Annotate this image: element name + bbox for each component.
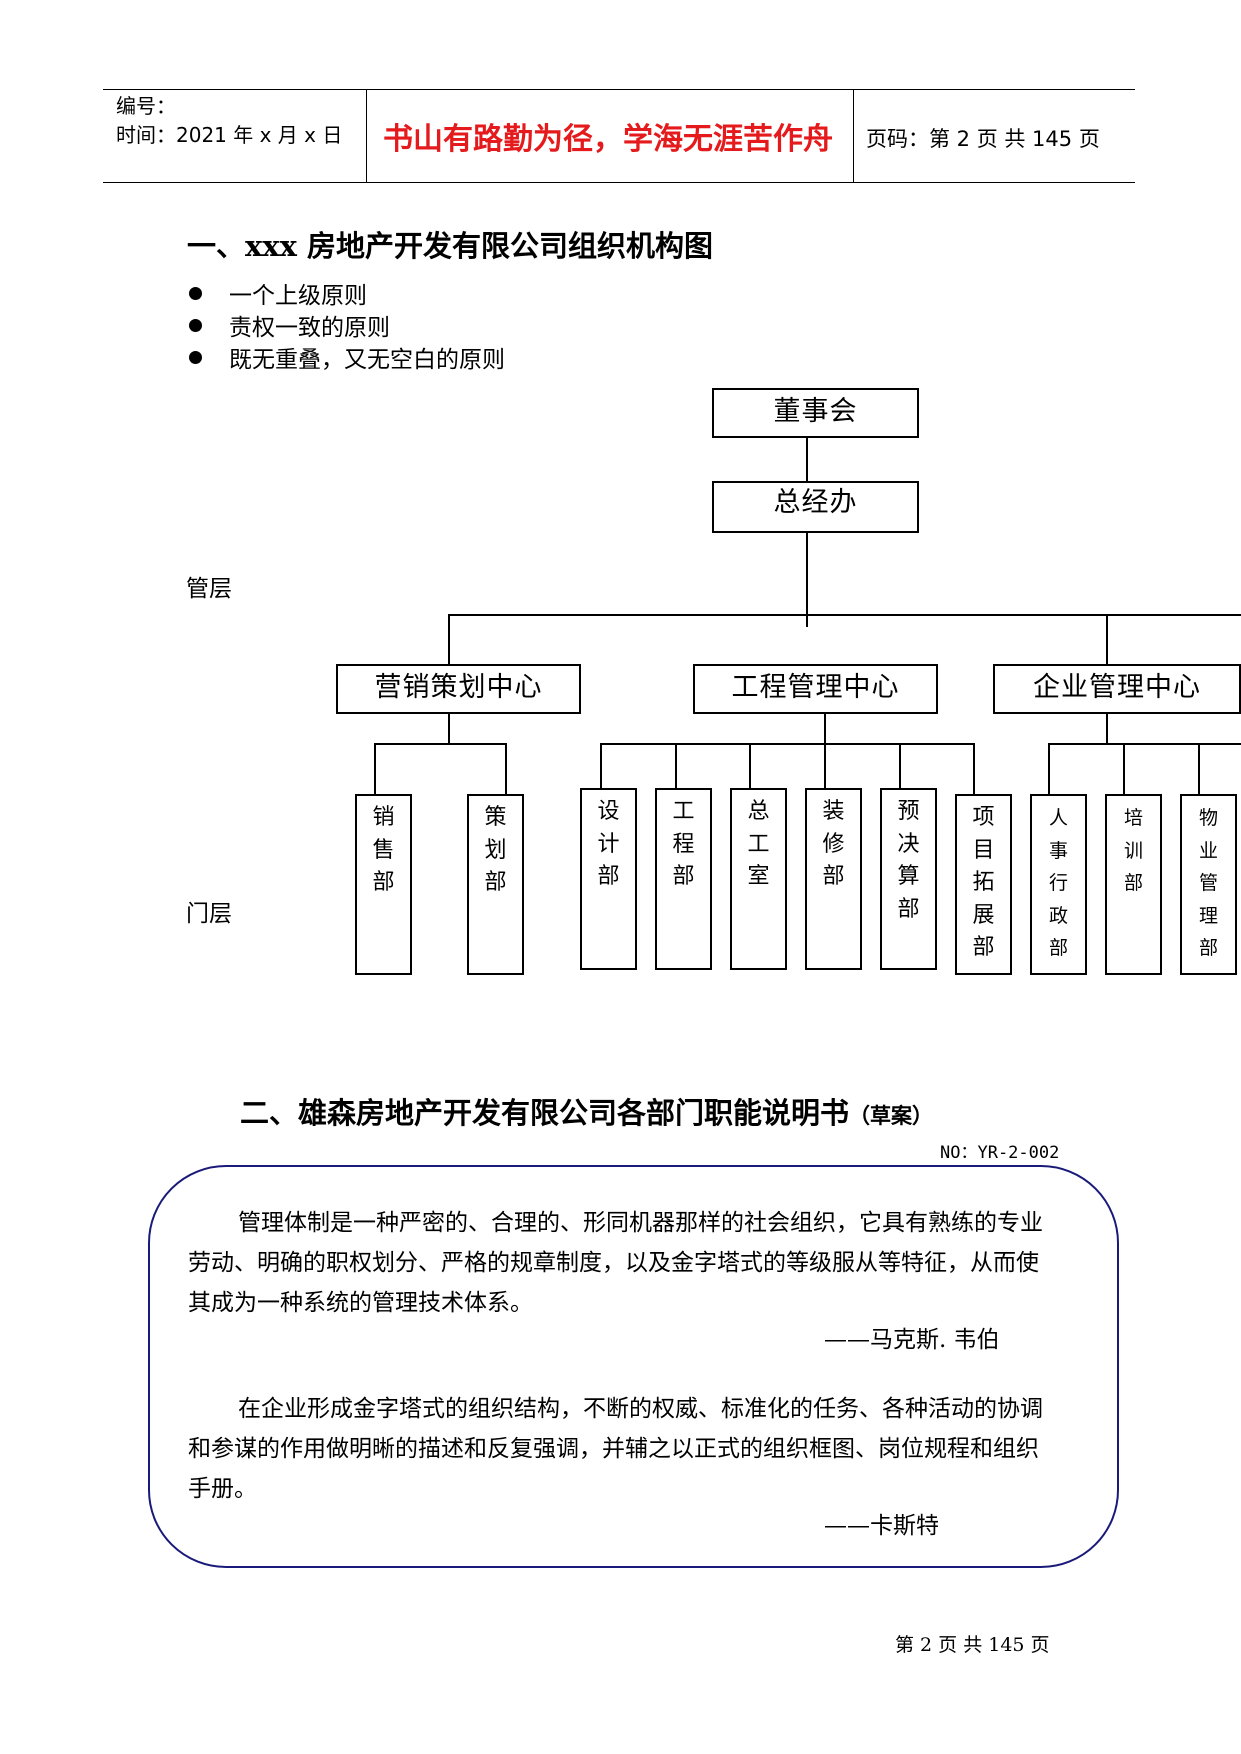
connector-line [1106,713,1108,745]
connector-line [1048,743,1050,794]
connector-line [806,533,808,627]
connector-line [448,614,450,665]
dept-box-budget: 预决算部 [880,788,937,970]
header-divider [853,89,854,183]
dept-box-decoration: 装修部 [805,788,862,970]
dept-box-hr-admin: 人事行政部 [1030,794,1087,975]
connector-line [973,743,975,794]
dept-box-sales: 销售部 [355,794,412,975]
section1-title: 一、xxx 房地产开发有限公司组织机构图 [187,229,713,263]
connector-line [374,743,507,745]
bullet-icon [189,319,202,332]
connector-line [505,743,507,794]
serial-label: 编号： [116,94,176,118]
connector-line [448,614,1241,616]
connector-line [600,743,975,745]
connector-line [1048,743,1241,745]
section2-title: 二、雄森房地产开发有限公司各部门职能说明书（草案） [240,1096,934,1130]
bullet-icon [189,287,202,300]
connector-line [806,437,808,482]
org-box-general-office: 总经办 [712,481,919,533]
org-box-center-marketing: 营销策划中心 [336,664,581,714]
connector-line [1123,743,1125,794]
header-motto: 书山有路勤为径，学海无涯苦作舟 [383,122,833,157]
connector-line [824,713,826,745]
principle-item: 既无重叠，又无空白的原则 [189,340,505,374]
dept-box-engineering: 工程部 [655,788,712,970]
connector-line [374,743,376,794]
doc-number: NO：YR-2-002 [940,1143,1060,1163]
section2-title-suffix: （草案） [849,1103,934,1128]
principle-item: 责权一致的原则 [189,308,390,342]
org-box-center-engineering: 工程管理中心 [693,664,938,714]
header-top-rule [103,89,1135,90]
dept-box-design: 设计部 [580,788,637,970]
dept-box-training: 培训部 [1105,794,1162,975]
header-page-info: 页码：第 2 页 共 145 页 [866,127,1100,151]
quote-box [148,1165,1119,1568]
quote-author: ——马克斯. 韦伯 [824,1327,1000,1353]
connector-line [1198,743,1200,794]
org-box-board: 董事会 [712,388,919,438]
connector-line [600,743,602,788]
connector-line [1106,614,1108,665]
level-label-department: 门层 [186,901,232,927]
header-meta: 编号： 时间：2021 年 x 月 x 日 [116,92,342,150]
header-divider [366,89,367,183]
connector-line [824,743,826,788]
dept-box-property-management: 物业管理部 [1180,794,1237,975]
dept-box-chief-engineer: 总工室 [730,788,787,970]
principle-item: 一个上级原则 [189,276,367,310]
level-label-management: 管层 [186,576,232,602]
quote-text: 在企业形成金字塔式的组织结构，不断的权威、标准化的任务、各种活动的协调和参谋的作… [188,1396,1043,1502]
connector-line [749,743,751,788]
connector-line [448,713,450,745]
header-bottom-rule [103,182,1135,183]
quote-author: ——卡斯特 [824,1513,939,1539]
connector-line [675,743,677,788]
connector-line [899,743,901,788]
quote-text: 管理体制是一种严密的、合理的、形同机器那样的社会组织，它具有熟练的专业劳动、明确… [188,1210,1043,1316]
page-footer: 第 2 页 共 145 页 [895,1634,1050,1656]
dept-box-planning: 策划部 [467,794,524,975]
bullet-icon [189,351,202,364]
time-label: 时间：2021 年 x 月 x 日 [116,123,343,147]
org-box-center-enterprise: 企业管理中心 [993,664,1241,714]
dept-box-project-expansion: 项目拓展部 [955,794,1012,975]
